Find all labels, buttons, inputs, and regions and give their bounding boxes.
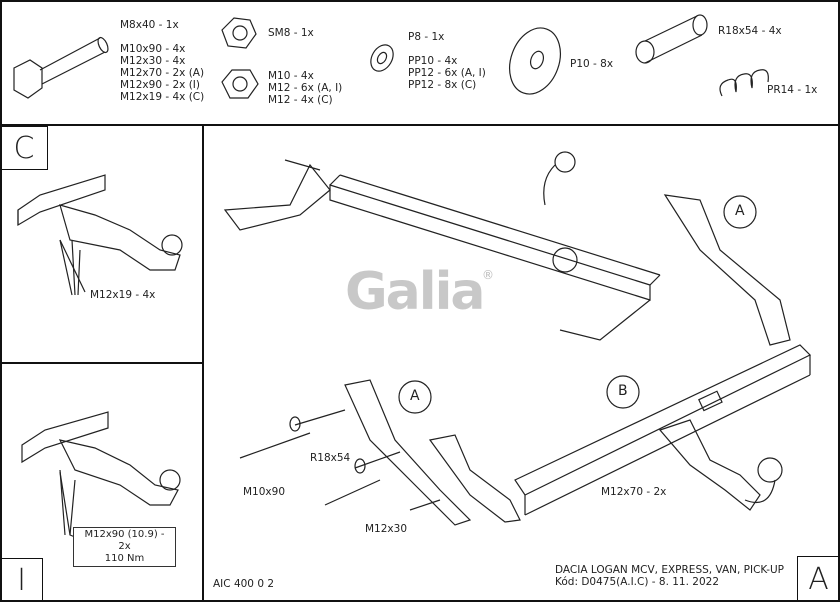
variant-letter: A [797, 556, 840, 602]
bolt-spec: M12x30 - 4x [120, 55, 186, 67]
crossbar-lower [239, 194, 812, 526]
towbar-detail-c [17, 174, 183, 296]
label-r18x54: R18x54 [310, 452, 351, 464]
panel-c-letter: C [0, 126, 48, 170]
washer-spec: P8 - 1x [408, 31, 445, 43]
panel-i [0, 362, 204, 602]
label-m10x90: M10x90 [243, 486, 285, 498]
bolt-icon [13, 36, 109, 99]
drawing-number: AIC 400 0 2 [213, 578, 275, 590]
panel-i-torque: 110 Nm [104, 553, 145, 564]
nut-spec: M10 - 4x [268, 70, 314, 82]
label-a-right: A [735, 203, 745, 219]
washer-spec: PP10 - 4x [408, 55, 458, 67]
product-code: Kód: D0475(A.I.C) - 8. 11. 2022 [555, 576, 720, 588]
label-m12x30: M12x30 [365, 523, 407, 535]
self-locking-nut-spec: SM8 - 1x [268, 27, 314, 39]
vehicle-models: DACIA LOGAN MCV, EXPRESS, VAN, PICK-UP [555, 564, 785, 576]
panel-i-callout: M12x90 (10.9) - 2x 110 Nm [73, 527, 176, 567]
galia-logo: Galia [345, 262, 486, 322]
parts-panel [0, 0, 840, 126]
bolt-spec: M12x19 - 4x (C) [120, 91, 205, 103]
spring-spec: PR14 - 1x [767, 84, 818, 96]
panel-i-letter: I [0, 558, 43, 602]
nut-spec: M12 - 6x (A, I) [268, 82, 343, 94]
bolt-spec: M10x90 - 4x [120, 43, 186, 55]
label-a-left: A [410, 388, 420, 404]
nut-spec: M12 - 4x (C) [268, 94, 333, 106]
washer-spec: PP12 - 6x (A, I) [408, 67, 486, 79]
label-m12x70: M12x70 - 2x [601, 486, 667, 498]
spring-icon [719, 69, 769, 97]
label-b: B [618, 383, 628, 399]
towbar-detail-i [21, 411, 181, 536]
crossbar-upper [223, 151, 661, 341]
tube-spec: R18x54 - 4x [718, 25, 782, 37]
callout-circles [59, 195, 757, 538]
bolt-spec: M12x70 - 2x (A) [120, 67, 205, 79]
bolt-spec: M8x40 - 1x [120, 19, 179, 31]
panel-i-bolt: M12x90 (10.9) - 2x [84, 529, 165, 552]
registered-mark: ® [482, 268, 494, 282]
large-washer-spec: P10 - 8x [570, 58, 614, 70]
nut-icon [221, 17, 259, 99]
tube-icon [635, 14, 708, 64]
panel-c-callout: M12x19 - 4x [90, 289, 156, 301]
washer-spec: PP12 - 8x (C) [408, 79, 477, 91]
bolt-spec: M12x90 - 2x (I) [120, 79, 200, 91]
washer-icon [370, 27, 561, 95]
